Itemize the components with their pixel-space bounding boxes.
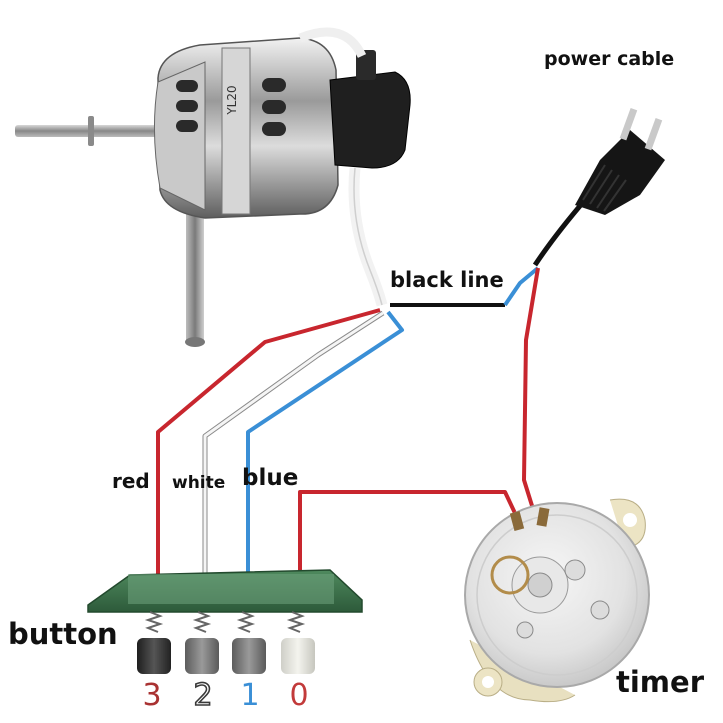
red-wire-label: red — [112, 469, 150, 493]
motor-model-text: YL20 — [225, 85, 239, 115]
blue-wire-plug — [503, 266, 540, 307]
power-cable-label: power cable — [544, 48, 675, 70]
mounting-post — [186, 205, 204, 345]
knob-3 — [137, 638, 171, 674]
power-plug — [532, 107, 665, 267]
blue-wire — [246, 310, 404, 580]
knob-1 — [232, 638, 266, 674]
button-number-2: 2 — [193, 678, 212, 713]
white-wire-label: white — [172, 473, 226, 493]
timer-label: timer — [616, 665, 704, 699]
knob-0 — [281, 638, 315, 674]
white-wire — [202, 310, 385, 580]
fan-motor: YL20 — [15, 27, 411, 347]
wires — [156, 266, 540, 580]
button-label: button — [8, 617, 118, 651]
button-number-0: 0 — [289, 678, 308, 713]
red-wire-zero — [298, 490, 524, 580]
blue-wire-label: blue — [242, 465, 299, 491]
red-wire-motor — [156, 308, 381, 580]
button-number-3: 3 — [142, 678, 161, 713]
knob-2 — [185, 638, 219, 674]
black-line-label: black line — [390, 268, 504, 292]
button-switch — [87, 569, 363, 674]
button-number-1: 1 — [240, 678, 259, 713]
timer-device — [464, 498, 650, 703]
red-wire-timer — [522, 267, 540, 526]
